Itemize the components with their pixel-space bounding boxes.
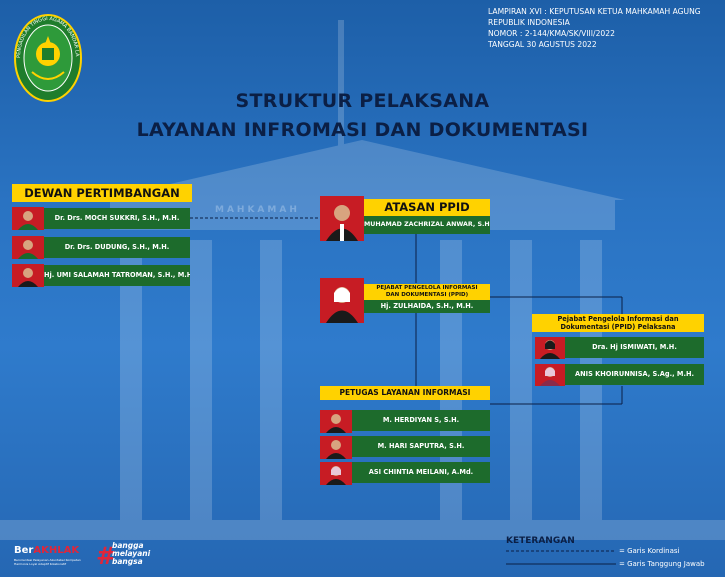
- pengelola-photo: [320, 278, 364, 323]
- pengelola-name: Hj. ZULHAIDA, S.H., M.H.: [364, 300, 490, 313]
- member-photo: [320, 462, 352, 485]
- berakhlak-logo: BerAKHLAK: [14, 545, 79, 556]
- decree-line: NOMOR : 2-144/KMA/SK/VIII/2022: [488, 29, 615, 38]
- member-photo: [12, 236, 44, 259]
- member-photo: [535, 364, 565, 386]
- pelaksana-member-name: Dra. Hj ISMIWATI, M.H.: [565, 337, 704, 358]
- decree-line: LAMPIRAN XVI : KEPUTUSAN KETUA MAHKAMAH …: [488, 7, 701, 16]
- petugas-member-name: M. HERDIYAN S, S.H.: [352, 410, 490, 431]
- berakhlak-logo-part1: Ber: [14, 545, 34, 556]
- legend-title: KETERANGAN: [506, 536, 575, 546]
- melayani-word: melayani: [112, 549, 151, 558]
- pelaksana-member-name: ANIS KHOIRUNNISA, S.Ag., M.H.: [565, 364, 704, 385]
- decree-line: REPUBLIK INDONESIA: [488, 18, 570, 27]
- decree-line: TANGGAL 30 AGUSTUS 2022: [488, 40, 597, 49]
- bangga-melayani-bangsa-logo: # bangga melayani bangsa: [96, 540, 156, 571]
- petugas-member-name: ASI CHINTIA MEILANI, A.Md.: [352, 462, 490, 483]
- member-photo: [535, 337, 565, 359]
- member-photo: [12, 207, 44, 230]
- dewan-heading: DEWAN PERTIMBANGAN: [12, 184, 192, 202]
- member-photo: [320, 436, 352, 459]
- berakhlak-logo-part2: AKHLAK: [33, 545, 80, 556]
- member-photo: [320, 410, 352, 433]
- berakhlak-tagline: Berorientasi Pelayanan Akuntabel Kompete…: [14, 558, 81, 566]
- pengelola-heading: PEJABAT PENGELOLA INFORMASI DAN DOKUMENT…: [364, 284, 490, 300]
- hashtag-icon: #: [96, 542, 117, 570]
- pelaksana-heading-line1: Pejabat Pengelola Informasi dan: [557, 315, 679, 323]
- logo-ring-text: PENGADILAN TINGGI AGAMA BANDAR LAMPUNG: [14, 14, 80, 58]
- dewan-member-name: Dr. Drs. MOCH SUKKRI, S.H., M.H.: [44, 208, 190, 229]
- atasan-photo: [320, 196, 364, 241]
- legend-dashed-label: = Garis Kordinasi: [619, 547, 680, 555]
- dewan-member-name: Hj. UMI SALAMAH TATROMAN, S.H., M.H.: [44, 265, 190, 286]
- dewan-member-name: Dr. Drs. DUDUNG, S.H., M.H.: [44, 237, 190, 258]
- pelaksana-heading: Pejabat Pengelola Informasi dan Dokument…: [532, 314, 704, 332]
- bangga-word: bangga: [112, 541, 144, 550]
- petugas-heading: PETUGAS LAYANAN INFORMASI: [320, 386, 490, 400]
- page-title-line1: STRUKTUR PELAKSANA: [235, 90, 490, 112]
- legend-solid-label: = Garis Tanggung Jawab: [619, 560, 705, 568]
- pengelola-heading-line1: PEJABAT PENGELOLA INFORMASI: [376, 285, 478, 291]
- atasan-heading: ATASAN PPID: [364, 199, 490, 216]
- page-title-line2: LAYANAN INFROMASI DAN DOKUMENTASI: [136, 119, 589, 141]
- atasan-name: MUHAMAD ZACHRIZAL ANWAR, S.H.: [364, 216, 490, 234]
- bangsa-word: bangsa: [112, 557, 143, 566]
- pelaksana-heading-line2: Dokumentasi (PPID) Pelaksana: [560, 323, 676, 331]
- member-photo: [12, 264, 44, 287]
- building-caption: MAHKAMAH: [215, 205, 300, 215]
- decree-reference: LAMPIRAN XVI : KEPUTUSAN KETUA MAHKAMAH …: [488, 6, 723, 50]
- petugas-member-name: M. HARI SAPUTRA, S.H.: [352, 436, 490, 457]
- court-logo: [14, 14, 82, 102]
- pengelola-heading-line2: DAN DOKUMENTASI (PPID): [385, 292, 469, 298]
